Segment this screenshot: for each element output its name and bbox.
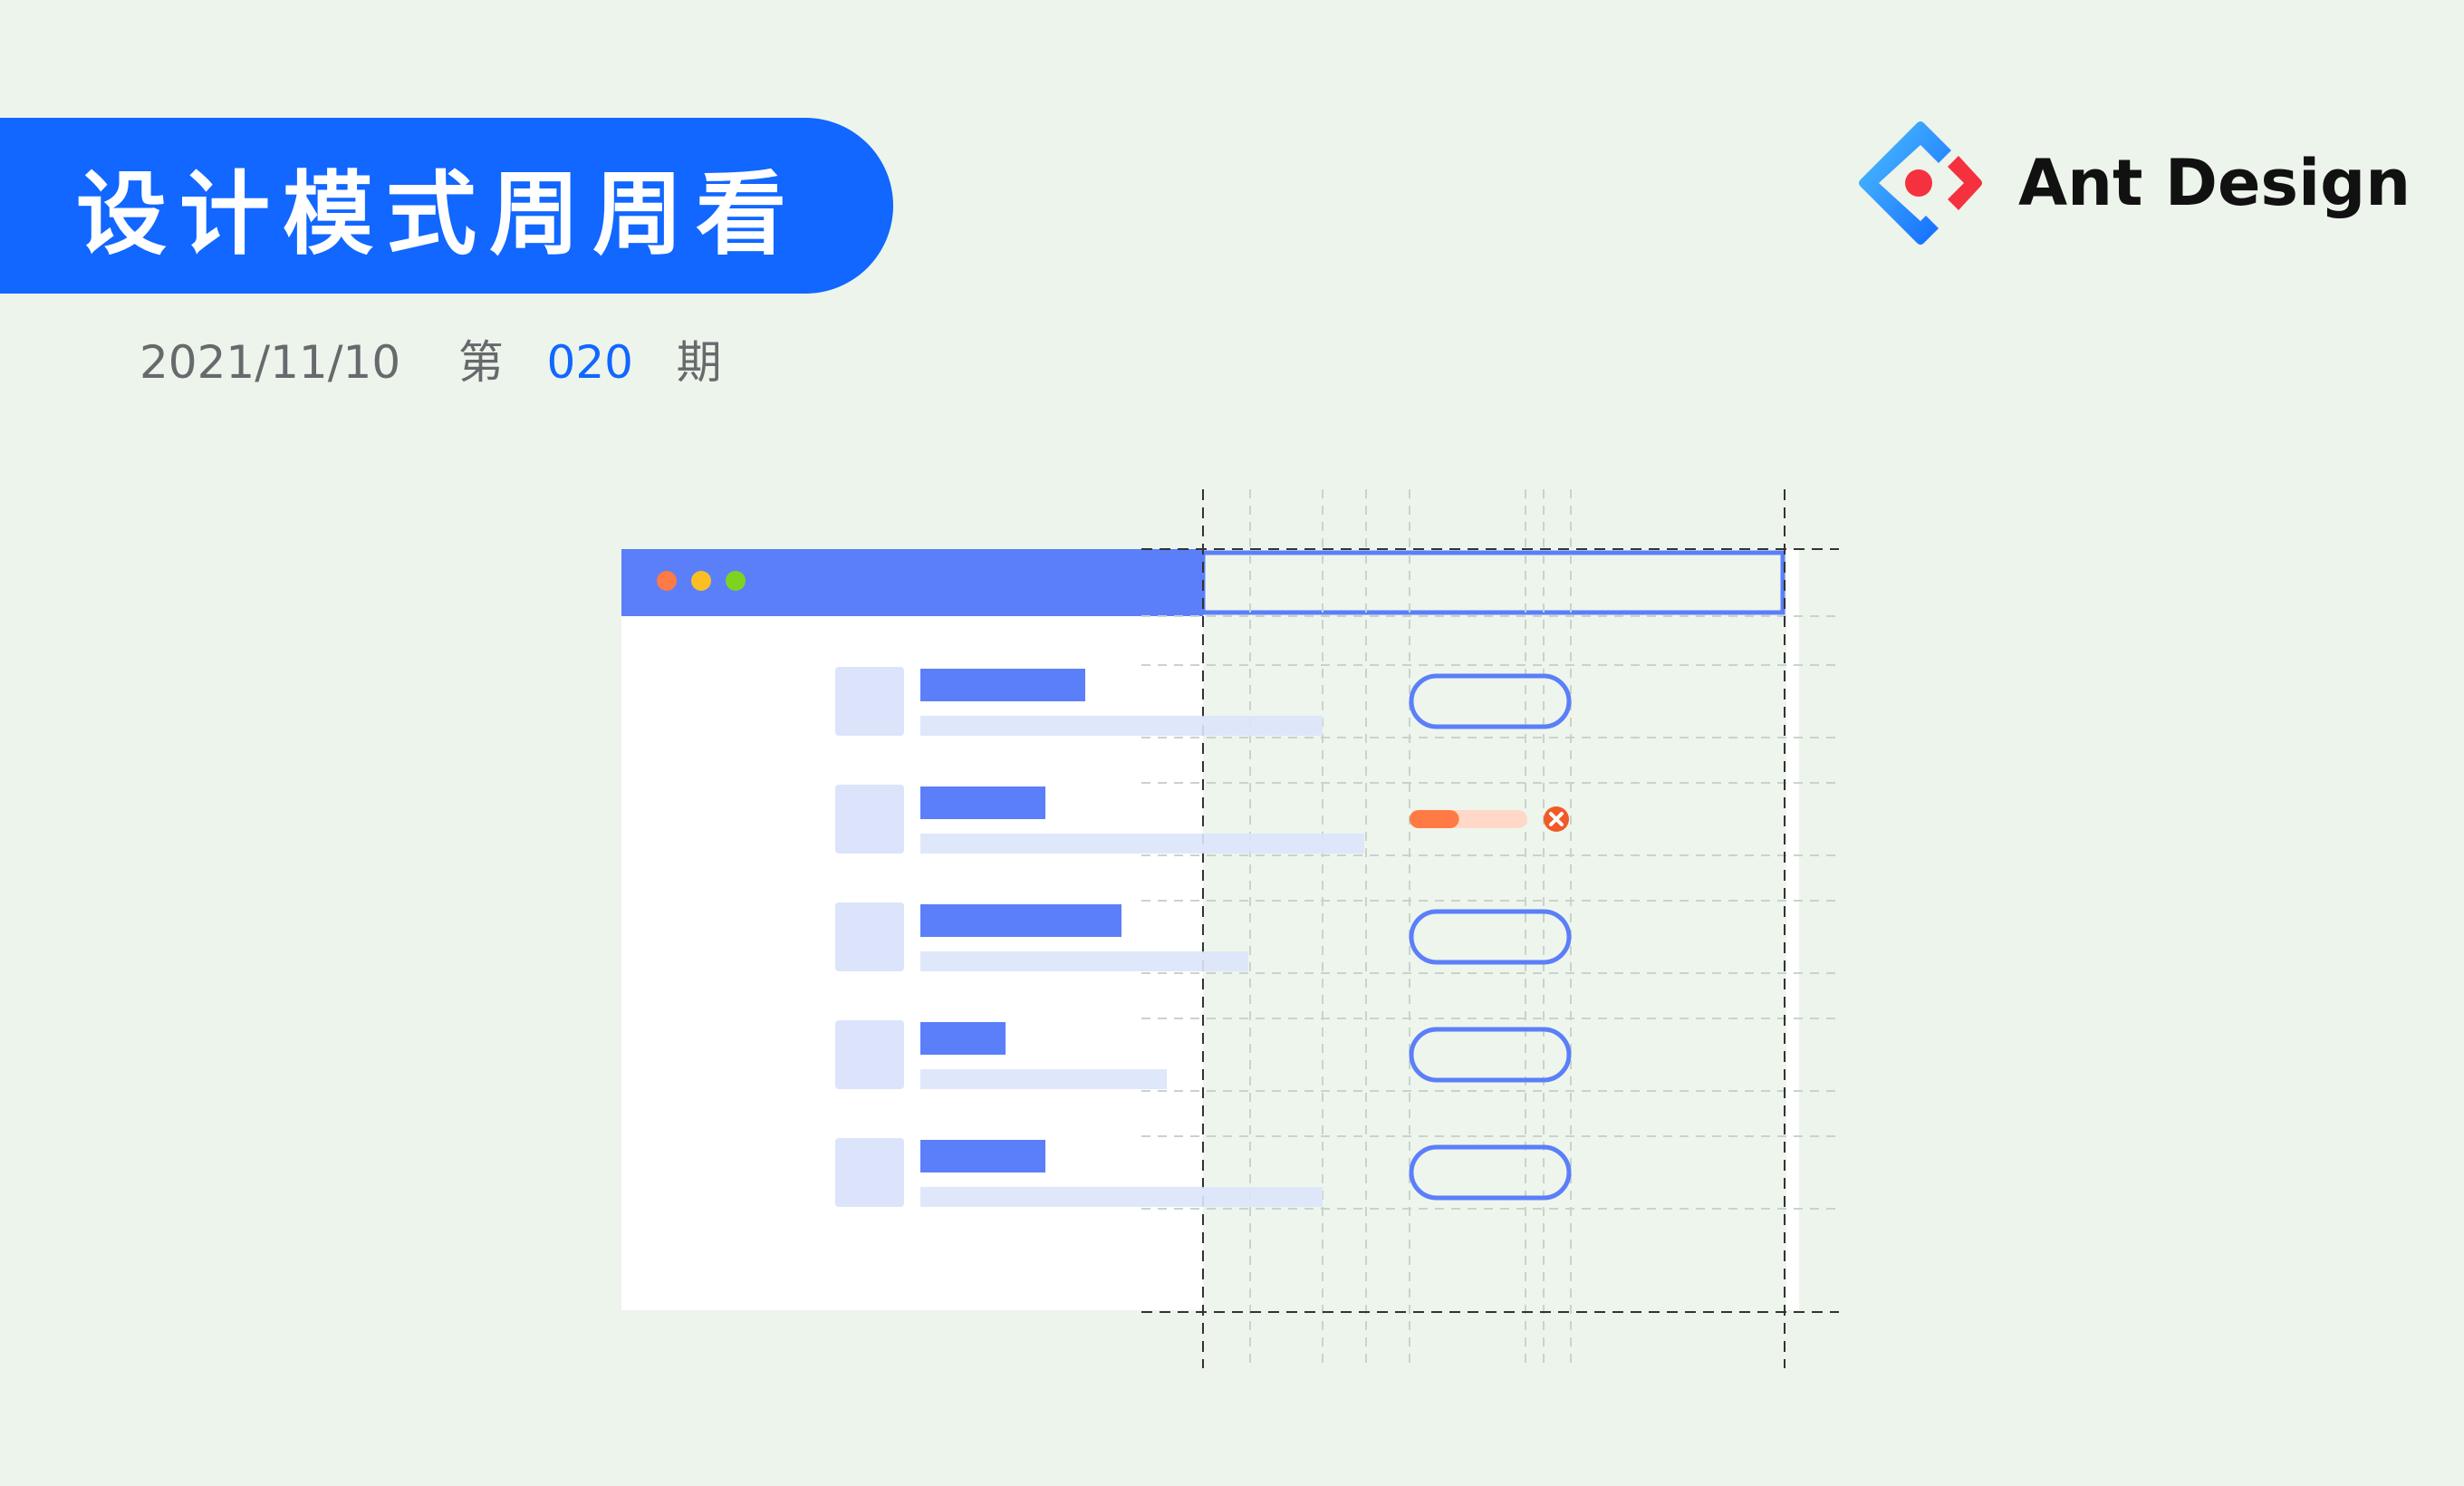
avatar-placeholder [835,667,904,736]
text-placeholder [920,1069,1167,1089]
ant-design-logo-icon [1859,121,1982,245]
action-button [1409,673,1572,729]
issue-date: 2021/11/10 [140,336,401,389]
issue-prefix: 第 [457,336,504,389]
title-placeholder [920,1022,1006,1055]
title-placeholder [920,904,1121,937]
progress-fill [1410,810,1459,828]
avatar-placeholder [835,902,904,971]
title-banner: 设计模式周周看 [0,118,893,294]
brand: Ant Design [1852,118,2411,248]
text-placeholder [920,834,1364,854]
action-button [1409,1144,1572,1201]
text-placeholder [920,951,1248,971]
list-item [835,902,1572,971]
issue-info: 2021/11/10 第 020 期 [140,326,722,391]
brand-name: Ant Design [2018,146,2411,220]
text-placeholder [920,1187,1323,1207]
title-placeholder [920,669,1085,701]
list-item [835,1020,1572,1089]
window-dot [691,571,711,591]
close-icon [1549,812,1564,826]
title-placeholder [920,786,1045,819]
issue-suffix: 期 [676,336,722,389]
window-titlebar [621,549,1203,616]
title-placeholder [920,1140,1045,1172]
action-button [1409,909,1572,965]
page-title: 设计模式周周看 [76,160,799,267]
avatar-placeholder [835,1138,904,1207]
avatar-placeholder [835,785,904,854]
list-item [835,667,1572,736]
list-item [835,785,1569,854]
window-dot [657,571,677,591]
action-button [1409,1027,1572,1083]
text-placeholder [920,716,1323,736]
list-item [835,1138,1572,1207]
window-dot [726,571,746,591]
issue-number: 020 [546,336,633,389]
avatar-placeholder [835,1020,904,1089]
